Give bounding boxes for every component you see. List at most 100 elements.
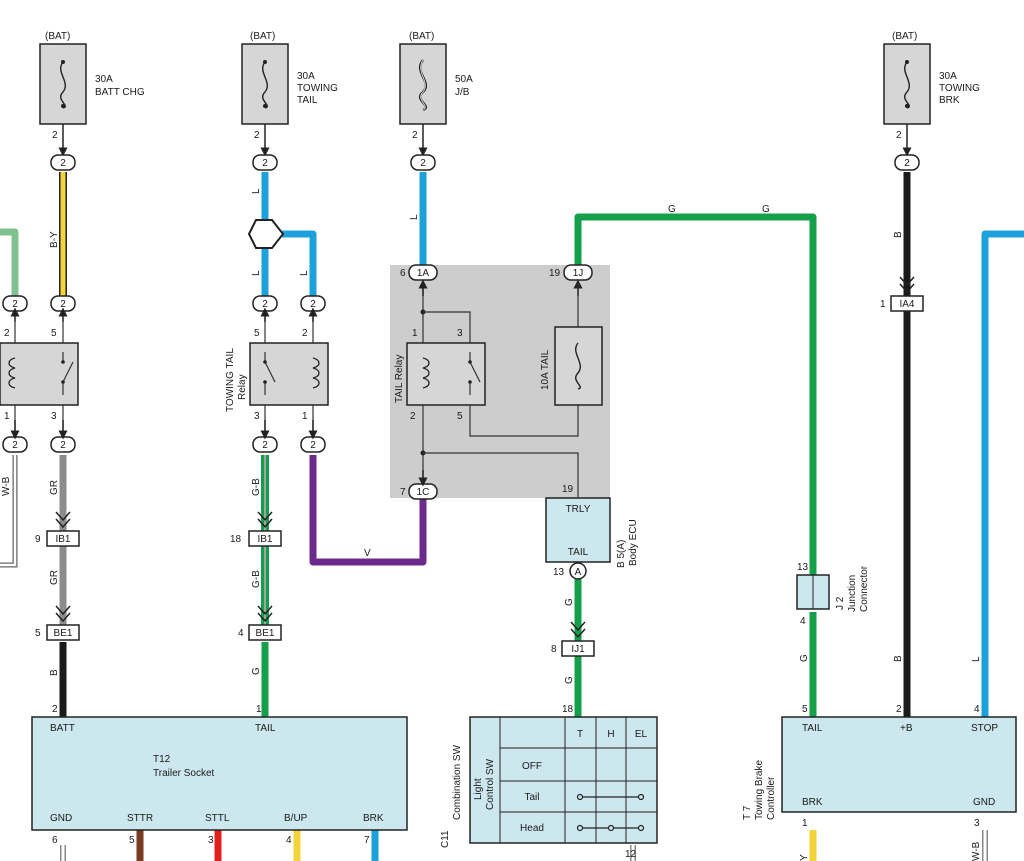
wire-l-stop — [981, 230, 1024, 717]
svg-text:G: G — [251, 667, 262, 675]
svg-text:TAIL: TAIL — [802, 723, 823, 734]
oval-1a: 1A — [408, 264, 438, 281]
svg-text:2: 2 — [262, 158, 268, 169]
svg-text:2: 2 — [310, 299, 316, 310]
svg-text:5: 5 — [129, 835, 135, 846]
svg-text:1: 1 — [412, 328, 418, 339]
svg-text:G: G — [668, 204, 676, 215]
svg-text:19: 19 — [562, 484, 574, 495]
svg-text:B: B — [49, 669, 60, 676]
svg-text:TAIL: TAIL — [568, 547, 589, 558]
svg-text:Towing Brake: Towing Brake — [754, 760, 765, 820]
svg-text:TRLY: TRLY — [566, 504, 591, 515]
relay-left-arrows — [10, 307, 68, 440]
fuse-pin-labels: 2 2 2 2 — [52, 130, 902, 141]
svg-text:EL: EL — [635, 729, 648, 740]
svg-text:4: 4 — [800, 616, 806, 627]
svg-text:2: 2 — [412, 130, 418, 141]
oval-tail-top: 2 — [252, 154, 278, 171]
svg-text:5: 5 — [457, 411, 463, 422]
oval-left-a2: 2 — [2, 436, 28, 453]
body-ecu: TRLY TAIL B 5(A) Body ECU 13 — [545, 497, 639, 578]
svg-text:G-B: G-B — [251, 478, 262, 496]
svg-text:2: 2 — [12, 440, 18, 451]
svg-text:2: 2 — [420, 158, 426, 169]
oval-batt-top: 2 — [50, 154, 76, 171]
combination-switch: T H EL OFF Tail Head Light Control SW C1… — [440, 704, 658, 860]
svg-text:OFF: OFF — [522, 761, 542, 772]
svg-text:13: 13 — [553, 567, 565, 578]
svg-text:IB1: IB1 — [257, 534, 272, 545]
svg-text:Junction: Junction — [847, 575, 858, 612]
svg-text:GR: GR — [49, 480, 60, 495]
svg-text:V: V — [364, 548, 371, 559]
svg-text:Tail: Tail — [524, 792, 539, 803]
svg-text:1: 1 — [4, 411, 10, 422]
svg-text:G: G — [564, 598, 575, 606]
svg-text:TOWING TAIL: TOWING TAIL — [225, 348, 236, 412]
svg-text:(BAT): (BAT) — [409, 31, 434, 42]
fuse-jb: (BAT) 50A J/B — [399, 31, 473, 125]
svg-text:GR: GR — [49, 570, 60, 585]
svg-text:A: A — [575, 567, 582, 578]
svg-text:(BAT): (BAT) — [45, 31, 70, 42]
svg-text:12: 12 — [625, 849, 637, 860]
svg-text:4: 4 — [238, 628, 244, 639]
relay-mid-arrows — [260, 307, 318, 440]
fuse-arrows — [58, 124, 912, 157]
svg-text:L: L — [251, 270, 262, 276]
svg-text:G: G — [762, 204, 770, 215]
svg-text:5: 5 — [802, 704, 808, 715]
svg-text:Y: Y — [799, 854, 810, 861]
svg-text:L: L — [971, 656, 982, 662]
svg-text:L: L — [299, 270, 310, 276]
svg-text:5: 5 — [51, 328, 57, 339]
svg-text:B-Y: B-Y — [49, 231, 60, 248]
svg-text:GND: GND — [973, 797, 995, 808]
svg-text:BRK: BRK — [939, 95, 960, 106]
svg-text:2: 2 — [410, 411, 416, 422]
wire-g-top — [574, 213, 817, 717]
svg-text:(BAT): (BAT) — [892, 31, 917, 42]
svg-text:8: 8 — [551, 644, 557, 655]
svg-text:1C: 1C — [417, 487, 430, 498]
svg-text:30A: 30A — [939, 71, 957, 82]
svg-text:10A TAIL: 10A TAIL — [540, 349, 551, 390]
svg-text:STOP: STOP — [971, 723, 998, 734]
svg-text:BATT: BATT — [50, 723, 75, 734]
svg-text:Relay: Relay — [237, 374, 248, 400]
svg-text:TAIL Relay: TAIL Relay — [394, 355, 405, 403]
svg-text:Trailer Socket: Trailer Socket — [153, 768, 215, 779]
svg-text:BRK: BRK — [363, 813, 384, 824]
svg-text:1: 1 — [880, 299, 886, 310]
fuse-10a-tail: 10A TAIL — [540, 282, 603, 406]
svg-text:T 7: T 7 — [742, 805, 753, 820]
wire-light-green-left — [0, 228, 19, 296]
svg-text:Connector: Connector — [859, 565, 870, 612]
fuse-towing-tail: (BAT) 30A TOWING TAIL — [241, 31, 338, 125]
svg-text:18: 18 — [562, 704, 574, 715]
svg-text:STTL: STTL — [205, 813, 230, 824]
svg-text:3: 3 — [457, 328, 463, 339]
svg-text:2: 2 — [52, 704, 58, 715]
circle-a: A — [569, 562, 587, 580]
svg-text:3: 3 — [974, 818, 980, 829]
oval-1j: 1J — [563, 264, 593, 281]
svg-text:B/UP: B/UP — [284, 813, 308, 824]
trailer-socket: BATT TAIL T12 Trailer Socket GND STTR ST… — [31, 704, 408, 846]
fuse-batt-chg: (BAT) 30A BATT CHG — [39, 31, 145, 125]
svg-text:Light: Light — [473, 778, 484, 800]
svg-text:7: 7 — [400, 487, 406, 498]
svg-text:+B: +B — [900, 723, 913, 734]
oval-mid-a1: 2 — [252, 295, 278, 312]
svg-text:30A: 30A — [297, 71, 315, 82]
svg-text:B: B — [893, 655, 904, 662]
svg-text:W-B: W-B — [1, 476, 12, 496]
svg-text:W-B: W-B — [971, 841, 982, 861]
svg-text:3: 3 — [51, 411, 57, 422]
svg-text:TOWING: TOWING — [939, 83, 980, 94]
svg-text:BE1: BE1 — [54, 628, 73, 639]
